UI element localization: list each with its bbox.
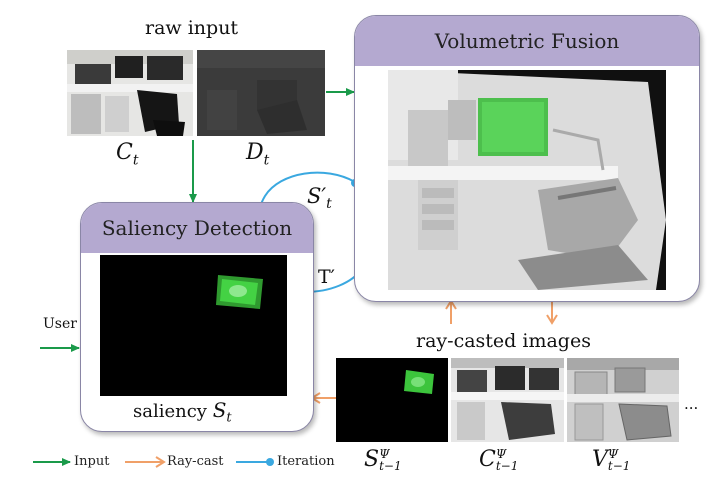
user-label: User xyxy=(43,316,77,332)
raw-input-title: raw input xyxy=(145,17,239,39)
color-image xyxy=(67,50,193,136)
depth-image xyxy=(197,50,325,136)
legend-iteration-dot xyxy=(266,458,274,466)
legend-iteration-label: Iteration xyxy=(277,454,335,469)
fused-scene-image xyxy=(388,70,666,290)
legend-raycast-label: Ray-cast xyxy=(167,454,224,469)
raycast-title: ray-casted images xyxy=(416,330,591,352)
saliency-caption: saliency St xyxy=(133,398,232,426)
color-image-label: Ct xyxy=(116,140,139,169)
saliency-detection-title: Saliency Detection xyxy=(81,203,313,253)
depth-image-label: Dt xyxy=(246,140,270,169)
fusion-t-prime-label: T′ xyxy=(318,266,335,288)
legend-input-label: Input xyxy=(74,454,110,469)
raycast-vertex-image xyxy=(567,358,679,442)
fusion-s-prime-label: S′t xyxy=(307,184,332,213)
raycast-saliency-image xyxy=(336,358,448,442)
saliency-map-image xyxy=(100,255,287,396)
volumetric-fusion-title: Volumetric Fusion xyxy=(355,16,699,66)
raycast-ellipsis: ... xyxy=(684,395,699,413)
raycast-color-image xyxy=(451,358,564,442)
